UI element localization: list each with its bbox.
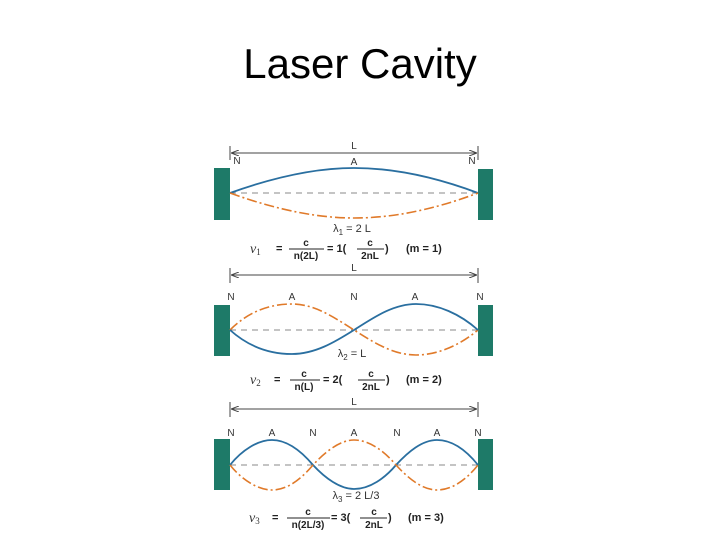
svg-text:n(2L): n(2L): [294, 251, 318, 262]
node-label: N: [309, 428, 316, 439]
svg-text:c: c: [367, 238, 373, 249]
svg-text:c: c: [368, 369, 374, 380]
left-mirror: [214, 305, 230, 356]
svg-text:): ): [386, 374, 390, 386]
standing-wave-solid: [229, 439, 479, 490]
node-label: N: [476, 292, 483, 303]
svg-text:c: c: [301, 369, 307, 380]
svg-text:2nL: 2nL: [361, 251, 379, 262]
svg-text:c: c: [303, 238, 309, 249]
node-label: N: [474, 428, 481, 439]
frequency-equation: ν3 = c n(2L/3) = 3( c 2nL ) (m = 3): [249, 507, 444, 531]
svg-text:(m = 2): (m = 2): [406, 374, 442, 386]
antinode-label: A: [434, 428, 441, 439]
length-label: L: [351, 263, 357, 274]
node-label: N: [227, 292, 234, 303]
antinode-label: A: [289, 292, 296, 303]
left-mirror: [214, 168, 230, 220]
svg-text:=: =: [274, 374, 280, 386]
svg-text:ν2: ν2: [250, 373, 261, 388]
node-label: N: [350, 292, 357, 303]
mode-1: L N A N λ1 = 2 L ν1 = c n(2L) = 1( c 2nL…: [214, 141, 493, 262]
standing-wave-dashdot: [229, 192, 479, 219]
svg-text:(m = 1): (m = 1): [406, 243, 442, 255]
standing-wave-dashdot: [229, 439, 479, 491]
length-label: L: [351, 141, 357, 152]
svg-text:(m = 3): (m = 3): [408, 512, 444, 524]
wavelength-label: λ2 = L: [338, 348, 367, 362]
standing-wave-solid: [229, 167, 479, 194]
antinode-label: A: [412, 292, 419, 303]
svg-text:ν1: ν1: [250, 242, 261, 257]
right-mirror: [478, 439, 493, 490]
right-mirror: [478, 169, 493, 220]
antinode-label: A: [269, 428, 276, 439]
mode-2: L N A N A N λ2 = L ν2 = c n(L) = 2( c 2n…: [214, 263, 493, 393]
antinode-label: A: [351, 428, 358, 439]
standing-wave-solid: [229, 303, 479, 355]
svg-text:): ): [388, 512, 392, 524]
svg-text:2nL: 2nL: [362, 382, 380, 393]
antinode-label: A: [351, 157, 358, 168]
svg-text:=: =: [276, 243, 282, 255]
wavelength-label: λ1 = 2 L: [333, 223, 371, 237]
svg-text:= 2(: = 2(: [323, 374, 343, 386]
slide-title: Laser Cavity: [243, 40, 477, 87]
node-label: N: [227, 428, 234, 439]
standing-wave-dashdot: [229, 303, 479, 356]
node-label: N: [468, 156, 475, 167]
left-mirror: [214, 439, 230, 490]
svg-text:= 3(: = 3(: [331, 512, 351, 524]
length-label: L: [351, 397, 357, 408]
svg-text:=: =: [272, 512, 278, 524]
right-mirror: [478, 305, 493, 356]
svg-text:= 1(: = 1(: [327, 243, 347, 255]
mode-3: L N A N A N A N λ3 = 2 L/3 ν3 = c n(2L/3…: [214, 397, 493, 531]
frequency-equation: ν1 = c n(2L) = 1( c 2nL ) (m = 1): [250, 238, 442, 262]
svg-text:n(L): n(L): [295, 382, 314, 393]
svg-text:ν3: ν3: [249, 511, 260, 526]
node-label: N: [393, 428, 400, 439]
node-label: N: [233, 156, 240, 167]
wavelength-label: λ3 = 2 L/3: [333, 490, 380, 504]
svg-text:c: c: [305, 507, 311, 518]
frequency-equation: ν2 = c n(L) = 2( c 2nL ) (m = 2): [250, 369, 442, 393]
svg-text:n(2L/3): n(2L/3): [292, 520, 325, 531]
svg-text:c: c: [371, 507, 377, 518]
svg-text:): ): [385, 243, 389, 255]
svg-text:2nL: 2nL: [365, 520, 383, 531]
